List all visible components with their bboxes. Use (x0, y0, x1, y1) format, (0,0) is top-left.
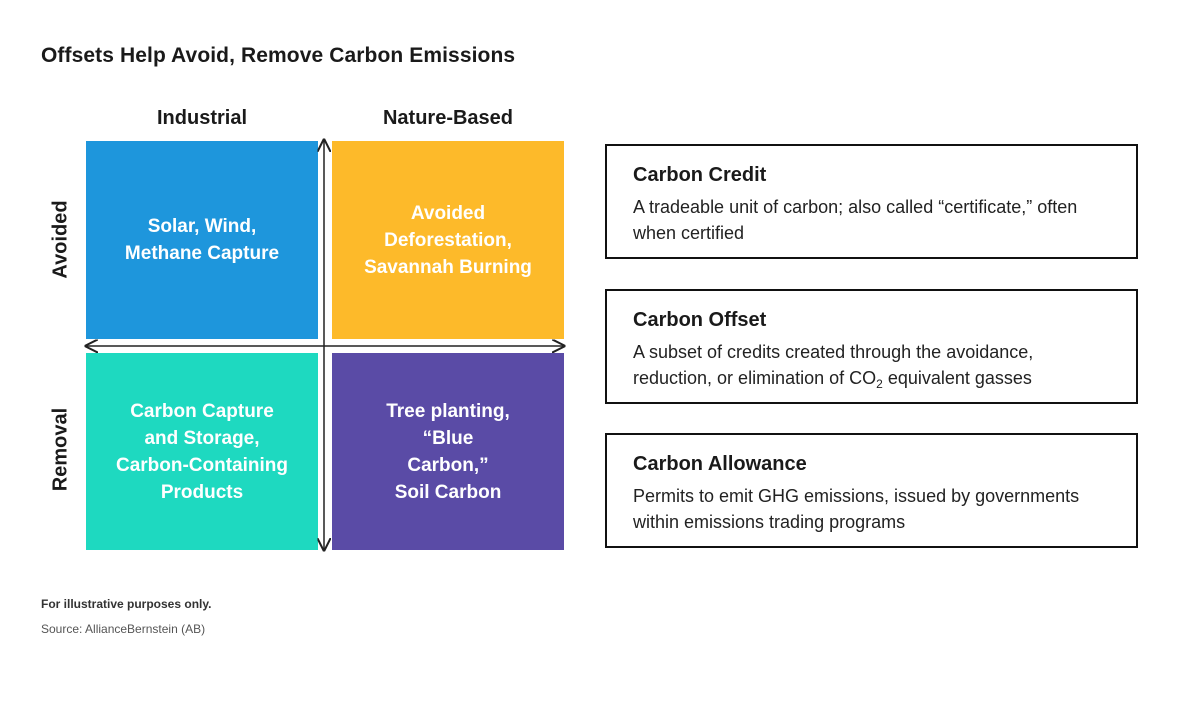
definition-description: A subset of credits created through the … (633, 339, 1110, 391)
definition-description-text-end: equivalent gasses (882, 368, 1032, 388)
cell-avoided-industrial: Solar, Wind, Methane Capture (86, 141, 318, 339)
definition-description: Permits to emit GHG emissions, issued by… (633, 486, 1080, 532)
source-note: Source: AllianceBernstein (AB) (41, 622, 206, 636)
cell-removal-nature-based: Tree planting, “Blue Carbon,” Soil Carbo… (332, 353, 564, 550)
cell-removal-industrial: Carbon Capture and Storage, Carbon-Conta… (86, 353, 318, 550)
definition-term: Carbon Offset (633, 309, 767, 331)
definition-carbon-credit: Carbon Credit A tradeable unit of carbon… (605, 144, 1138, 259)
definition-term: Carbon Credit (633, 164, 767, 186)
cell-removal-nature-based-label: Tree planting, “Blue Carbon,” Soil Carbo… (386, 400, 510, 503)
definition-carbon-allowance: Carbon Allowance Permits to emit GHG emi… (605, 433, 1138, 548)
cell-avoided-industrial-label: Solar, Wind, Methane Capture (124, 216, 280, 264)
cell-removal-industrial-label: Carbon Capture and Storage, Carbon-Conta… (115, 400, 289, 503)
column-header-industrial: Industrial (156, 107, 247, 129)
definition-term: Carbon Allowance (633, 453, 807, 475)
co2-subscript: 2 (876, 377, 883, 391)
cell-avoided-nature-based: Avoided Deforestation, Savannah Burning (332, 141, 564, 339)
chart-title: Offsets Help Avoid, Remove Carbon Emissi… (41, 44, 516, 67)
definition-description: A tradeable unit of carbon; also called … (633, 197, 1078, 243)
footnote: For illustrative purposes only. (41, 597, 212, 611)
cell-avoided-nature-based-label: Avoided Deforestation, Savannah Burning (364, 202, 532, 278)
definition-carbon-offset: Carbon Offset A subset of credits create… (605, 289, 1138, 404)
column-header-nature-based: Nature-Based (382, 107, 514, 129)
definition-description-text: A subset of credits created through the … (633, 342, 1034, 388)
matrix-axes (0, 0, 600, 600)
